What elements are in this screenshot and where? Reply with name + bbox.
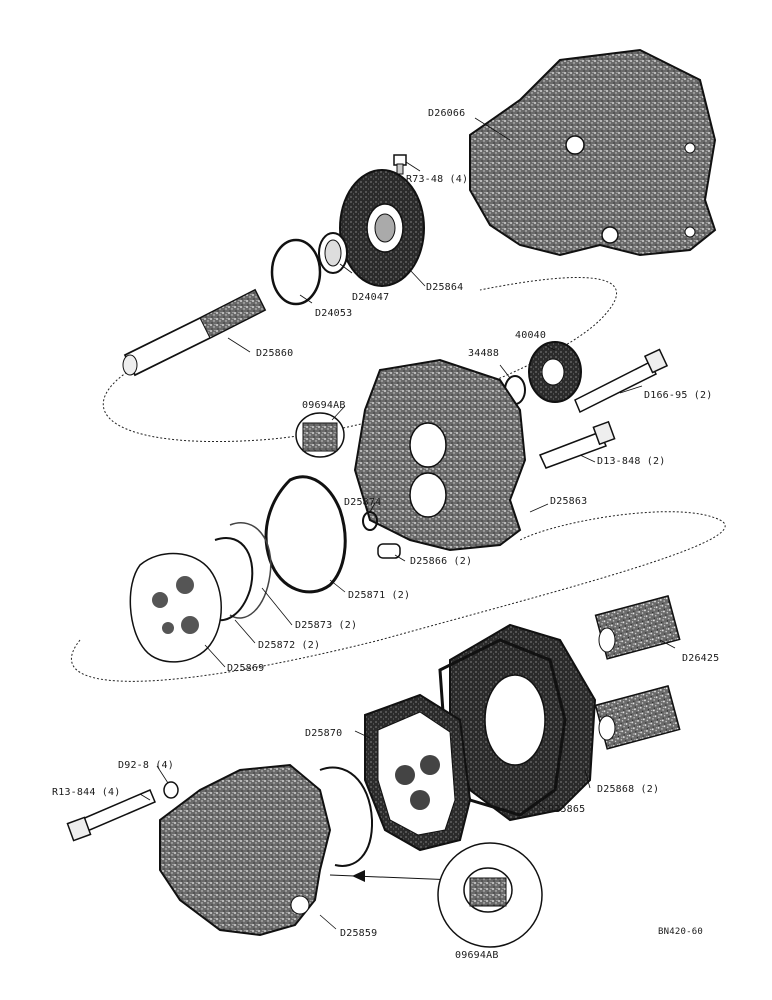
plate-d25869	[129, 552, 222, 663]
label-d25864: D25864	[426, 282, 464, 293]
seal-d25872	[211, 537, 254, 622]
bolt-d13-848	[538, 420, 616, 469]
label-d92-8: D92-8 (4)	[118, 760, 174, 771]
bolt-d166-95	[574, 348, 669, 414]
pin-d25866	[377, 543, 401, 559]
label-d25871: D25871 (2)	[348, 590, 411, 601]
needle-bearing-top	[295, 412, 345, 458]
label-40040: 40040	[515, 330, 547, 341]
label-d24053: D24053	[315, 308, 353, 319]
needle-bearing-bottom	[463, 867, 513, 913]
label-d25860: D25860	[256, 348, 294, 359]
bushing-d24047	[318, 232, 348, 274]
o-ring-d24053	[270, 238, 322, 306]
flange-d25864	[339, 169, 425, 287]
guide-lines	[70, 277, 726, 682]
label-09694ab-bottom: 09694AB	[455, 950, 499, 961]
center-body-d25863	[353, 358, 527, 552]
gear-d26425-top	[594, 594, 681, 660]
label-d25872: D25872 (2)	[258, 640, 321, 651]
label-34488: 34488	[468, 348, 500, 359]
housing-d26066	[469, 48, 717, 257]
seal-bottom	[319, 766, 374, 867]
shaft-d25860	[122, 288, 267, 377]
gear-d26425-bottom	[594, 684, 681, 750]
leader-lines	[139, 117, 676, 930]
label-d25868: D25868 (2)	[597, 784, 660, 795]
bearing-40040	[528, 341, 582, 403]
label-d166-95: D166-95 (2)	[644, 390, 713, 401]
bolt-r73-48	[393, 154, 407, 175]
drawing-code: BN420-60	[658, 927, 703, 937]
label-r73-48: R73-48 (4)	[406, 174, 469, 185]
label-d25869: D25869	[227, 663, 265, 674]
washer-d92-8	[163, 781, 179, 799]
label-d13-848: D13-848 (2)	[597, 456, 666, 467]
label-09694ab-top: 09694AB	[302, 400, 346, 411]
gasket-d25871	[264, 475, 347, 594]
label-r13-844: R13-844 (4)	[52, 787, 121, 798]
bolt-r13-844	[66, 789, 156, 842]
label-d25863: D25863	[550, 496, 588, 507]
seal-d25873	[229, 522, 272, 619]
label-d25859: D25859	[340, 928, 378, 939]
label-d25865: D25865	[548, 804, 586, 815]
label-d25873: D25873 (2)	[295, 620, 358, 631]
label-d26066: D26066	[428, 108, 466, 119]
plate-d25870	[364, 693, 472, 852]
cover-d25859	[159, 763, 332, 937]
label-d25870: D25870	[305, 728, 343, 739]
label-d25874: D25874	[344, 497, 382, 508]
pointer-arrow	[329, 874, 456, 881]
label-d26425: D26425	[682, 653, 720, 664]
label-d25866: D25866 (2)	[410, 556, 473, 567]
label-d24047: D24047	[352, 292, 390, 303]
